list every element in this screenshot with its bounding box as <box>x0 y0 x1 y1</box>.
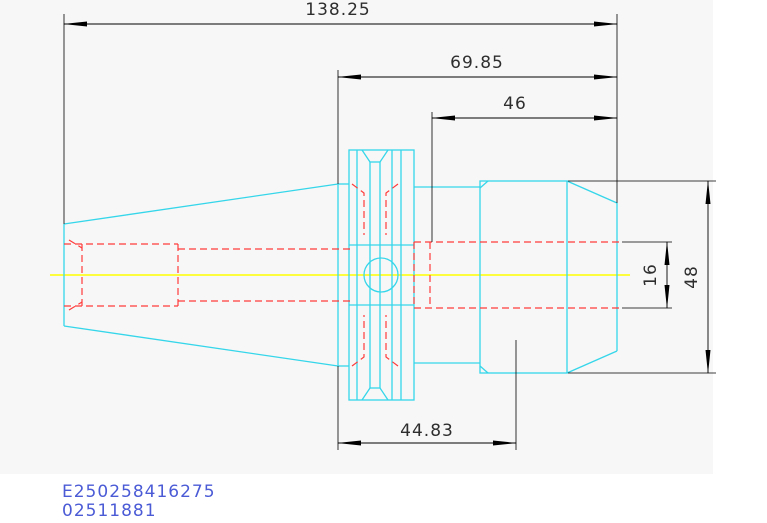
dimension-holder-length: 69.85 <box>337 53 618 80</box>
dimension-label: 46 <box>503 94 527 114</box>
part-number: E250258416275 <box>62 482 216 502</box>
holder-nose <box>566 180 618 374</box>
holder-body <box>414 180 568 374</box>
taper-shank <box>63 183 339 367</box>
dimension-label: 44.83 <box>400 421 454 441</box>
hidden-lines <box>64 183 622 367</box>
tool-outline <box>63 149 618 401</box>
dimension-label: 48 <box>682 265 702 289</box>
dimension-overall-length: 138.25 <box>63 0 618 27</box>
dimension-nose-length: 46 <box>431 94 618 121</box>
dimension-label: 16 <box>641 263 661 287</box>
dimension-flange-to-nose: 44.83 <box>337 421 517 446</box>
dimension-outer-diameter: 48 <box>682 180 711 374</box>
dimension-label: 69.85 <box>450 53 504 73</box>
dimension-label: 138.25 <box>305 0 370 20</box>
dimension-bore-diameter: 16 <box>641 241 670 309</box>
extension-lines <box>63 14 716 450</box>
order-number: 02511881 <box>62 501 157 521</box>
flange <box>338 149 415 401</box>
